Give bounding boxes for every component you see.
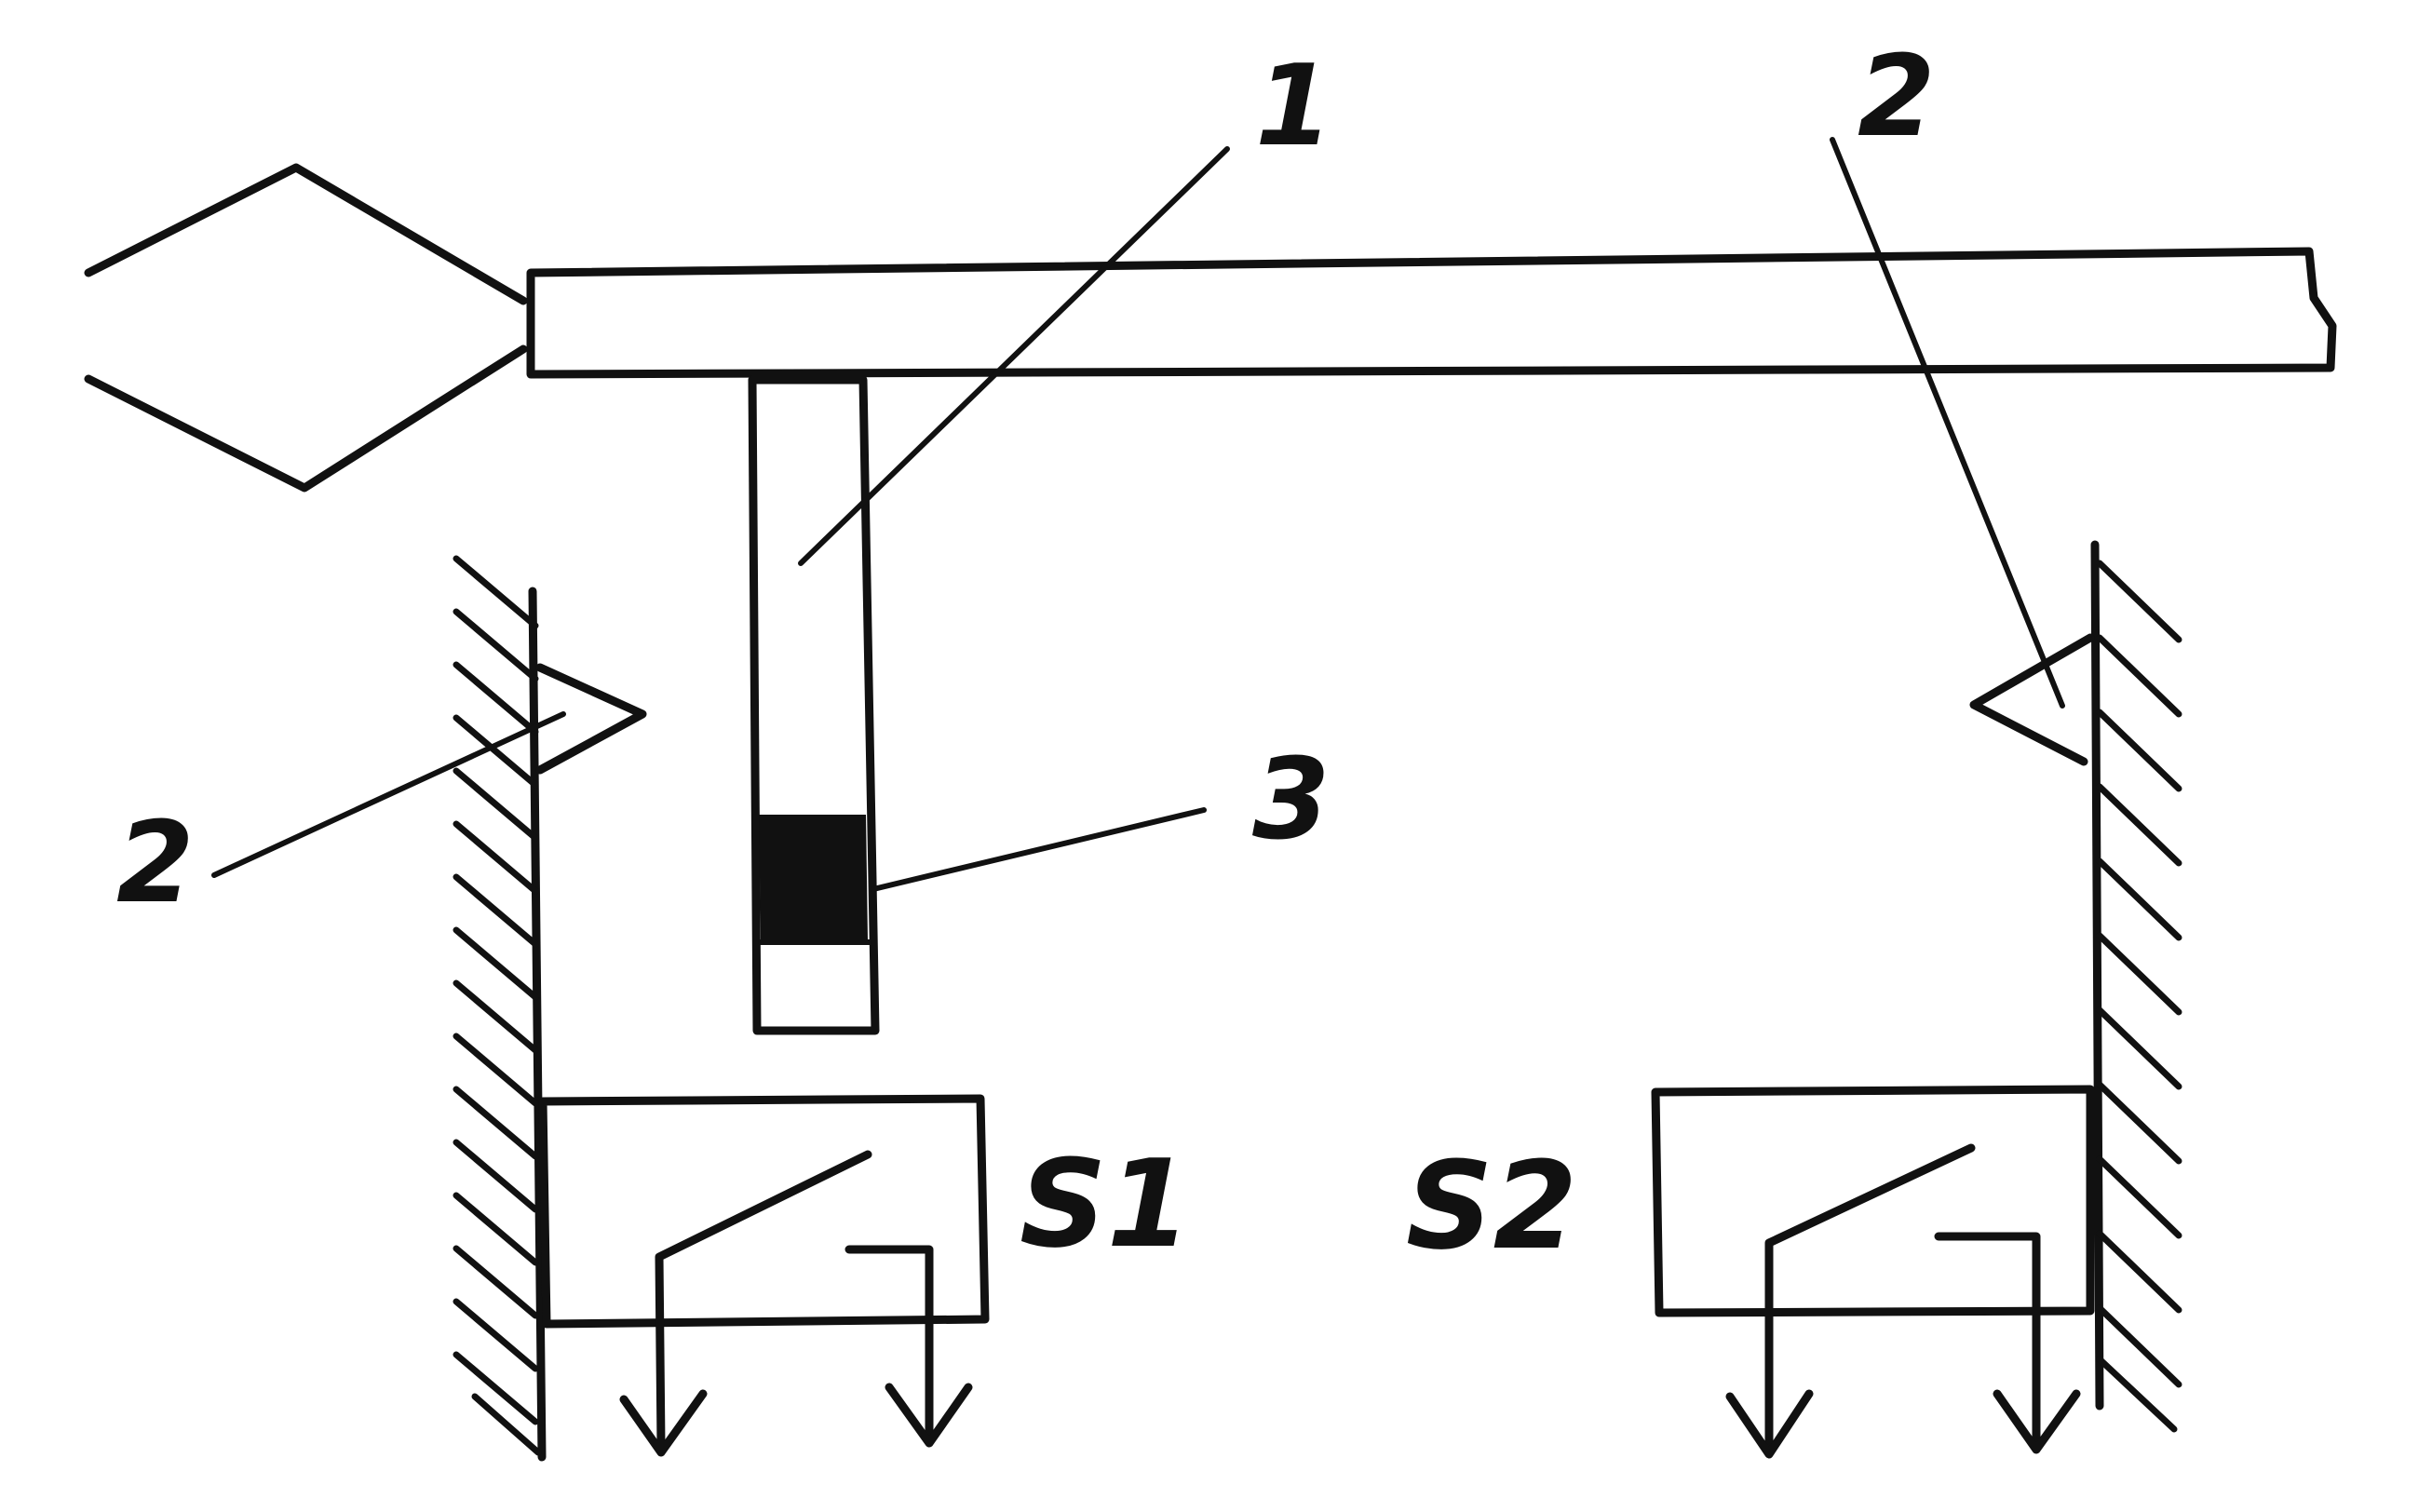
leader-line-marker (871, 807, 1207, 892)
right-wall (2090, 540, 2104, 1411)
left-wall (528, 587, 547, 1462)
left-stop-cam (535, 663, 647, 775)
switch-s2-terminal-arrow-a (1725, 1389, 1814, 1459)
carriage-bar (526, 247, 2337, 379)
vertical-rod (748, 375, 880, 1035)
label-stop-left: 2 (116, 799, 195, 928)
switch-s1-contact-arm (655, 1150, 872, 1451)
right-stop-cam (1969, 633, 2095, 766)
label-switch-s1: S1 (1020, 1133, 1191, 1275)
left-wall-hatching (453, 555, 542, 1456)
label-rod: 1 (1255, 42, 1333, 171)
gripper-lower-jaw (84, 344, 528, 493)
switch-s2-fixed-contact (1934, 1232, 2041, 1451)
switch-s2-contact-arm (1764, 1143, 1976, 1455)
label-switch-s2: S2 (1406, 1135, 1577, 1276)
switch-s1-terminal-arrow-a (619, 1389, 708, 1457)
leader-line-right-stop (1830, 137, 2065, 709)
switch-s2-terminal-arrow-b (1993, 1389, 2081, 1454)
switch-s1-terminal-arrow-b (885, 1383, 973, 1448)
leader-line-left-stop (211, 711, 566, 878)
marker-block (759, 815, 868, 940)
label-marker: 3 (1252, 736, 1331, 865)
switch-s1-housing (538, 1094, 990, 1329)
right-wall-hatching (2096, 560, 2182, 1433)
switch-s1-fixed-contact (844, 1245, 934, 1443)
switch-s2-housing (1651, 1085, 2095, 1317)
label-stop-right: 2 (1858, 33, 1936, 162)
gripper-upper-jaw (84, 163, 528, 305)
leader-line-rod (798, 146, 1230, 566)
